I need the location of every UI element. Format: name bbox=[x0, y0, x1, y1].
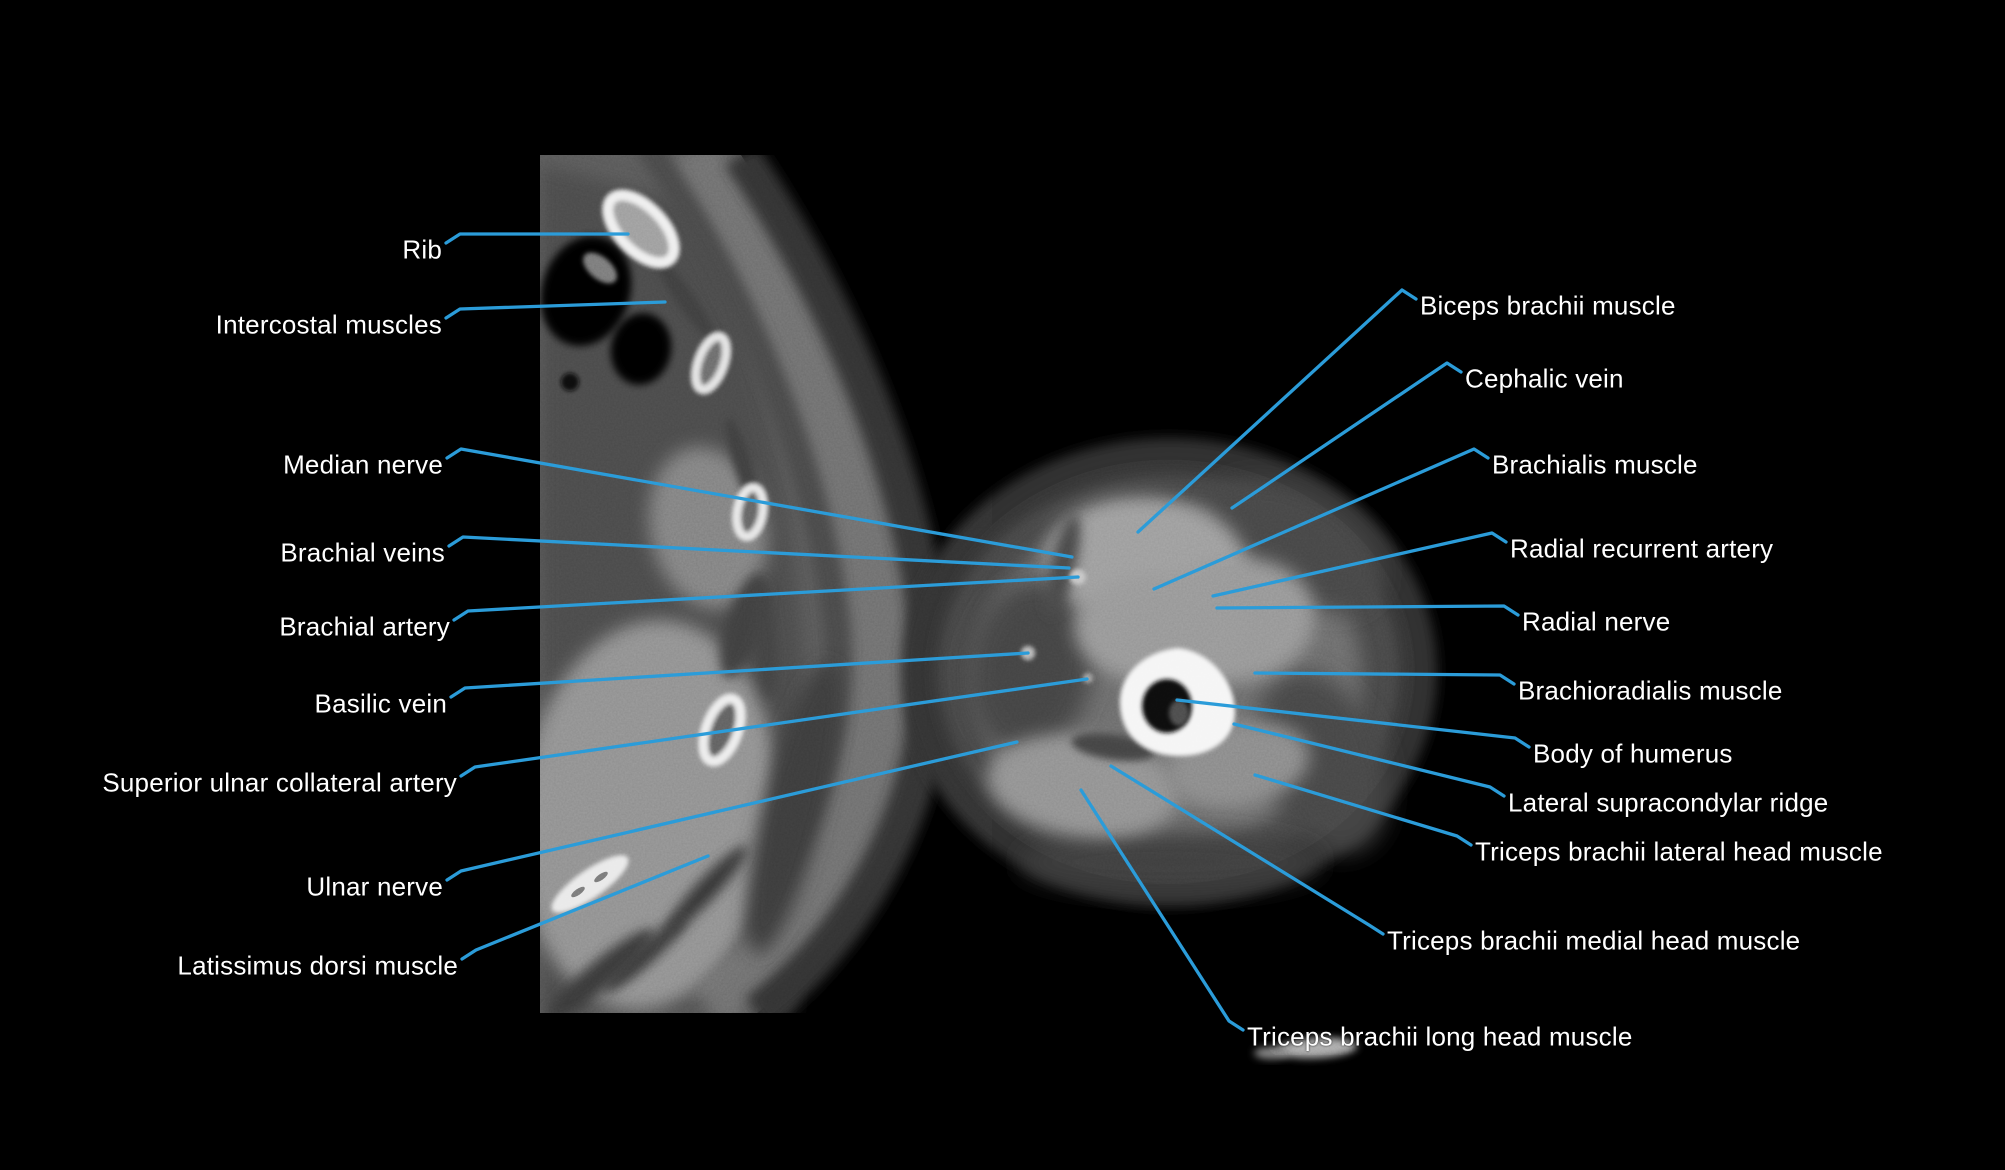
leader-line-brachial-veins bbox=[447, 535, 1071, 570]
leader-line-triceps-brachii-lateral-head-muscle bbox=[1253, 773, 1473, 847]
leader-line-rib bbox=[444, 232, 630, 245]
leader-line-lateral-supracondylar-ridge bbox=[1232, 722, 1506, 798]
leader-line-ulnar-nerve bbox=[445, 740, 1019, 882]
leader-line-radial-recurrent-artery bbox=[1211, 531, 1508, 598]
leader-line-latissimus-dorsi-muscle bbox=[460, 854, 710, 961]
leader-line-brachioradialis-muscle bbox=[1253, 671, 1516, 686]
leader-line-basilic-vein bbox=[449, 651, 1030, 699]
leader-line-median-nerve bbox=[445, 447, 1074, 559]
leader-line-radial-nerve bbox=[1215, 604, 1520, 617]
leader-line-superior-ulnar-collateral-artery bbox=[459, 677, 1089, 778]
leader-line-brachial-artery bbox=[452, 575, 1080, 622]
leader-line-triceps-brachii-long-head-muscle bbox=[1079, 788, 1245, 1032]
leader-line-intercostal-muscles bbox=[444, 300, 667, 320]
leader-lines bbox=[444, 232, 1531, 1032]
leader-line-triceps-brachii-medial-head-muscle bbox=[1109, 764, 1385, 936]
leader-line-brachialis-muscle bbox=[1152, 447, 1490, 591]
leader-line-body-of-humerus bbox=[1175, 698, 1531, 749]
leader-line-biceps-brachii-muscle bbox=[1136, 288, 1418, 534]
leader-line-cephalic-vein bbox=[1230, 361, 1463, 510]
